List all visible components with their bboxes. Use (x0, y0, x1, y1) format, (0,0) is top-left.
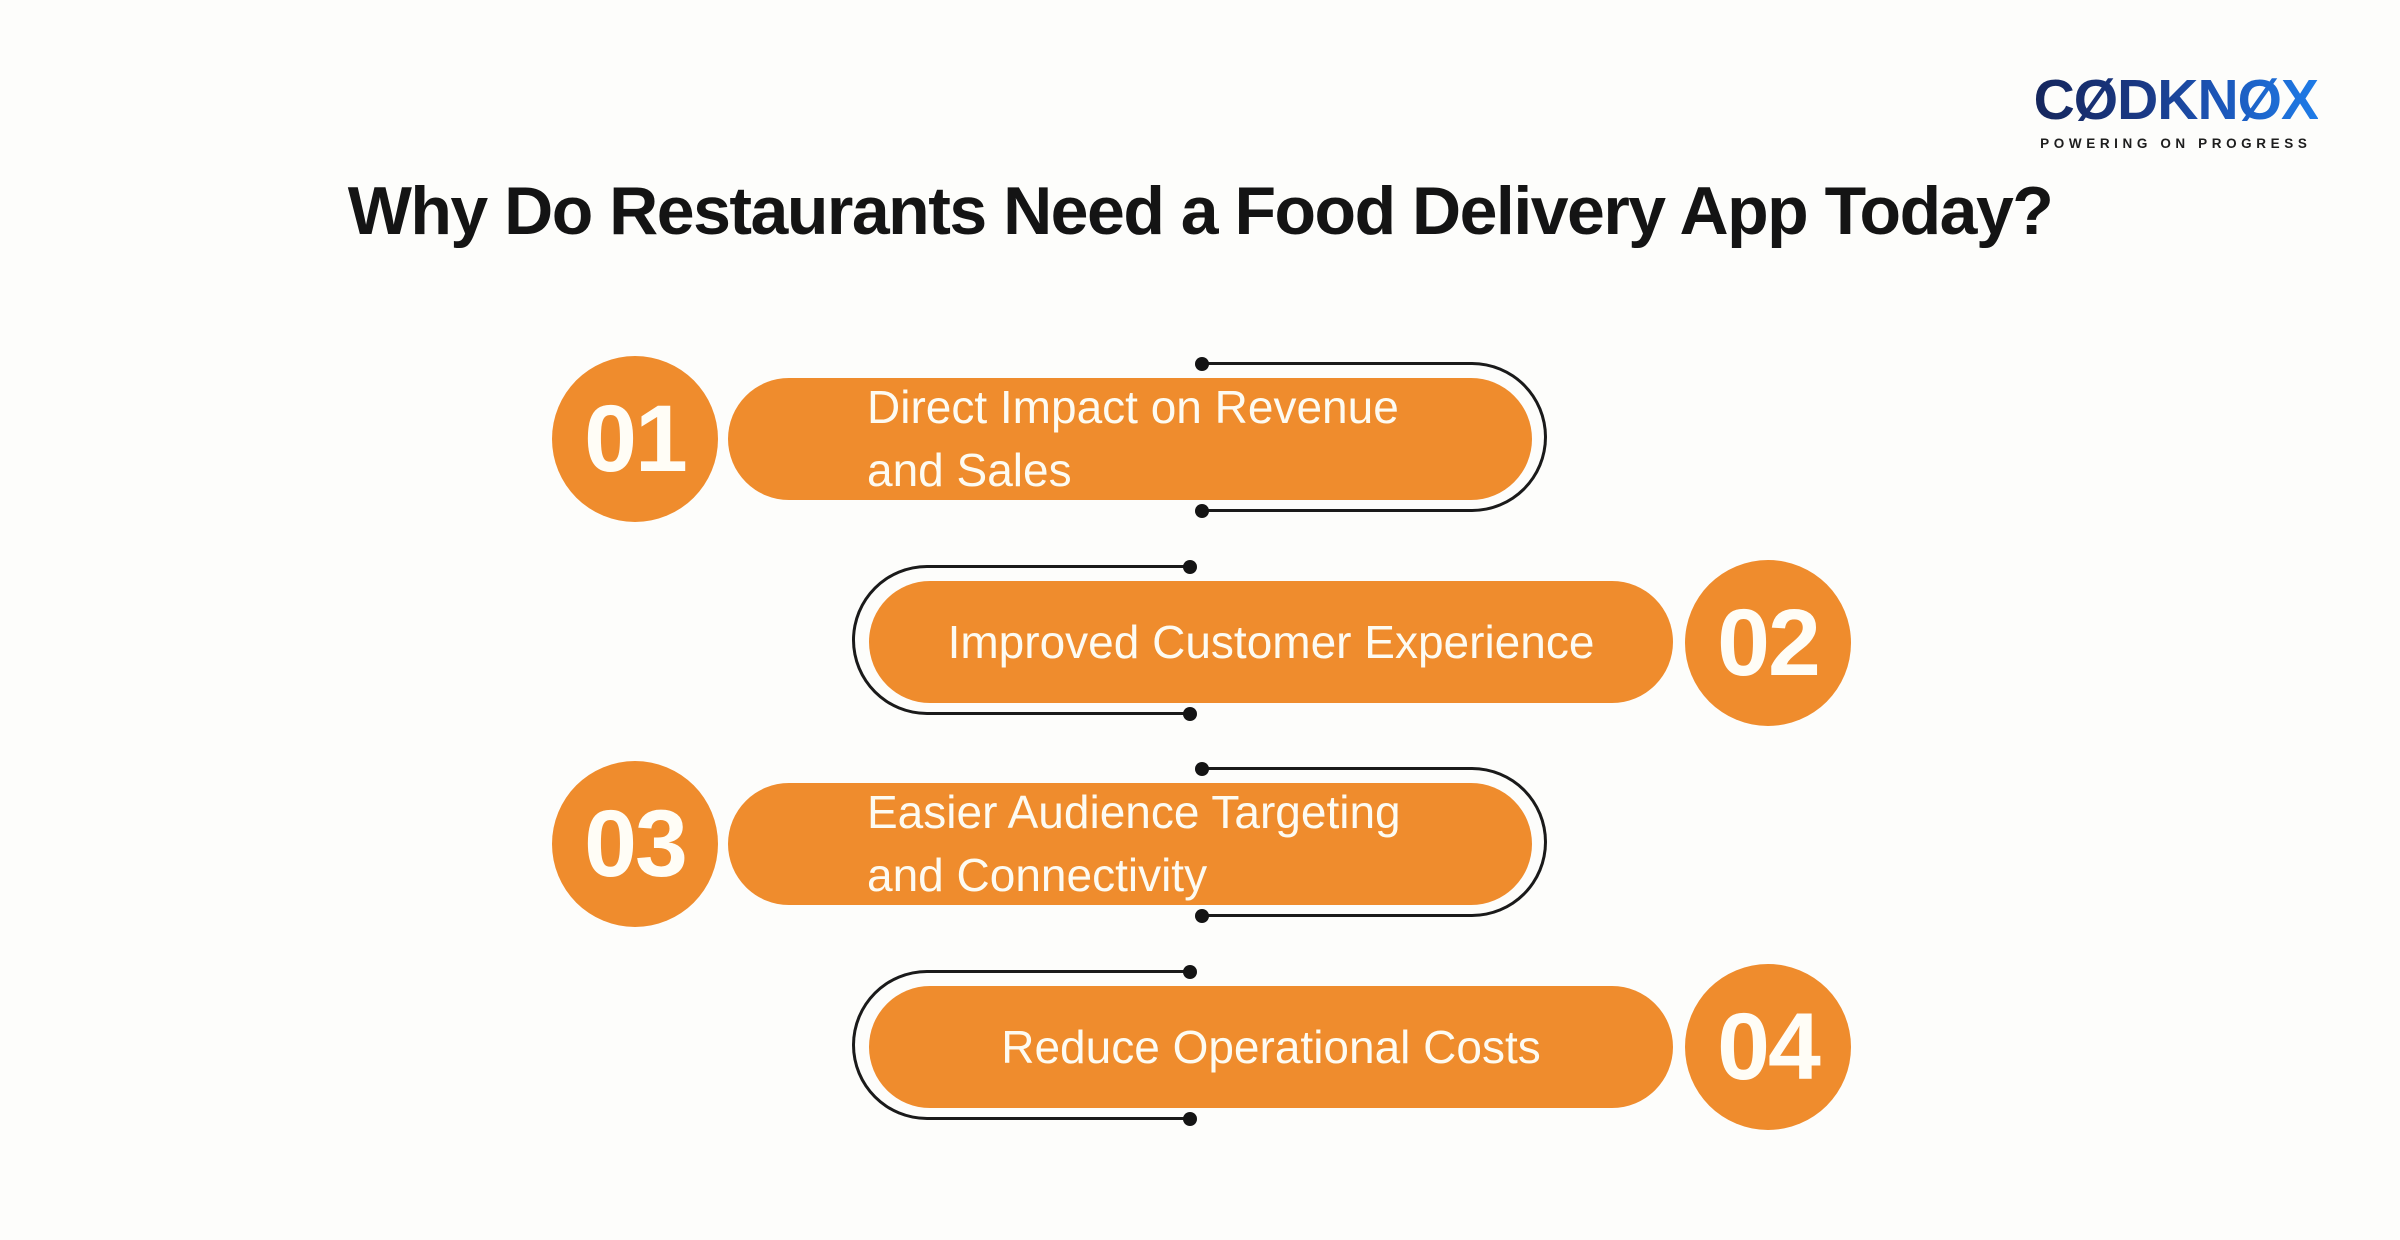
item-pill-2: Improved Customer Experience (869, 581, 1673, 703)
page-title: Why Do Restaurants Need a Food Delivery … (347, 173, 2054, 249)
connector-dot (1195, 357, 1209, 371)
brand-tagline: POWERING ON PROGRESS (2040, 136, 2312, 151)
connector-dot (1195, 504, 1209, 518)
item-label-1: Direct Impact on Revenue and Sales (867, 381, 1399, 496)
connector-loop-4 (852, 970, 1190, 1120)
item-label-4: Reduce Operational Costs (1001, 1020, 1541, 1073)
item-number-badge-1: 01 (552, 356, 718, 522)
connector-dot (1195, 909, 1209, 923)
item-number-badge-2: 02 (1685, 560, 1851, 726)
brand-logo-wordmark: CØDKNØX (2033, 68, 2319, 132)
brand-logo: CØDKNØX POWERING ON PROGRESS (2033, 68, 2319, 152)
connector-dot (1183, 1112, 1197, 1126)
connector-dot (1183, 707, 1197, 721)
item-number-badge-4: 04 (1685, 964, 1851, 1130)
item-label-2: Improved Customer Experience (947, 615, 1595, 668)
item-number-badge-3: 03 (552, 761, 718, 927)
item-pill-4: Reduce Operational Costs (869, 986, 1673, 1108)
connector-dot (1183, 560, 1197, 574)
connector-dot (1195, 762, 1209, 776)
connector-loop-3 (1202, 767, 1547, 917)
item-pill-3: Easier Audience Targeting and Connectivi… (728, 783, 1532, 905)
connector-loop-1 (1202, 362, 1547, 512)
connector-dot (1183, 965, 1197, 979)
item-pill-1: Direct Impact on Revenue and Sales (728, 378, 1532, 500)
item-label-3: Easier Audience Targeting and Connectivi… (867, 786, 1401, 901)
connector-loop-2 (852, 565, 1190, 715)
